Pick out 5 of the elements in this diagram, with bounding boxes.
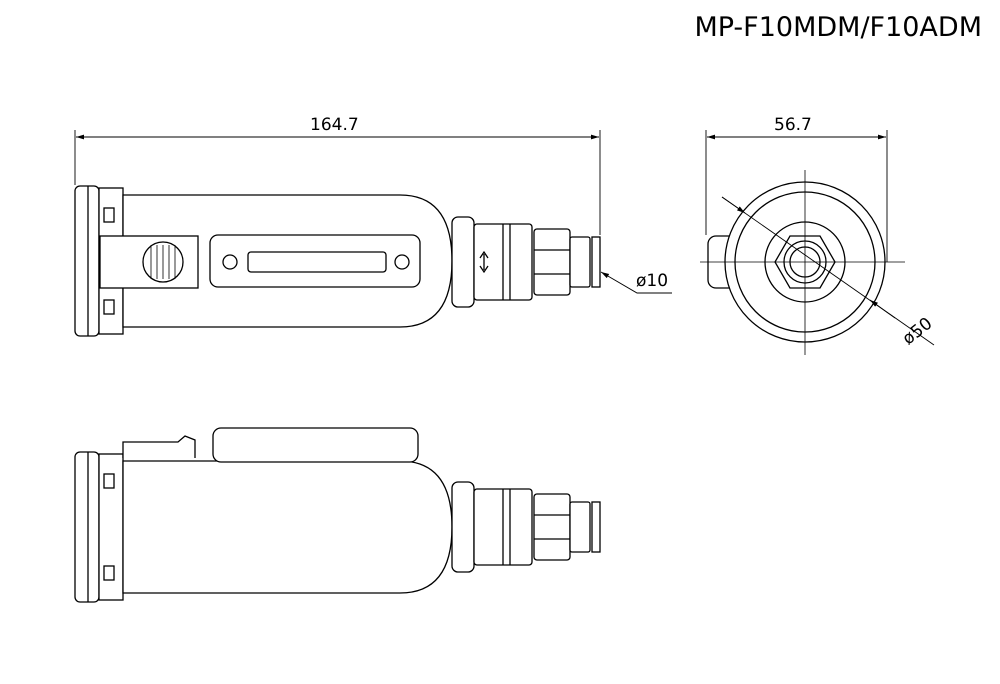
dimension-label: 164.7 [310, 117, 359, 134]
dimension-label: 56.7 [774, 117, 812, 134]
drawing-title: MP-F10MDM/F10ADM [694, 12, 982, 43]
dimension-label: ø50 [900, 315, 936, 348]
dimension-label: ø10 [636, 273, 668, 290]
